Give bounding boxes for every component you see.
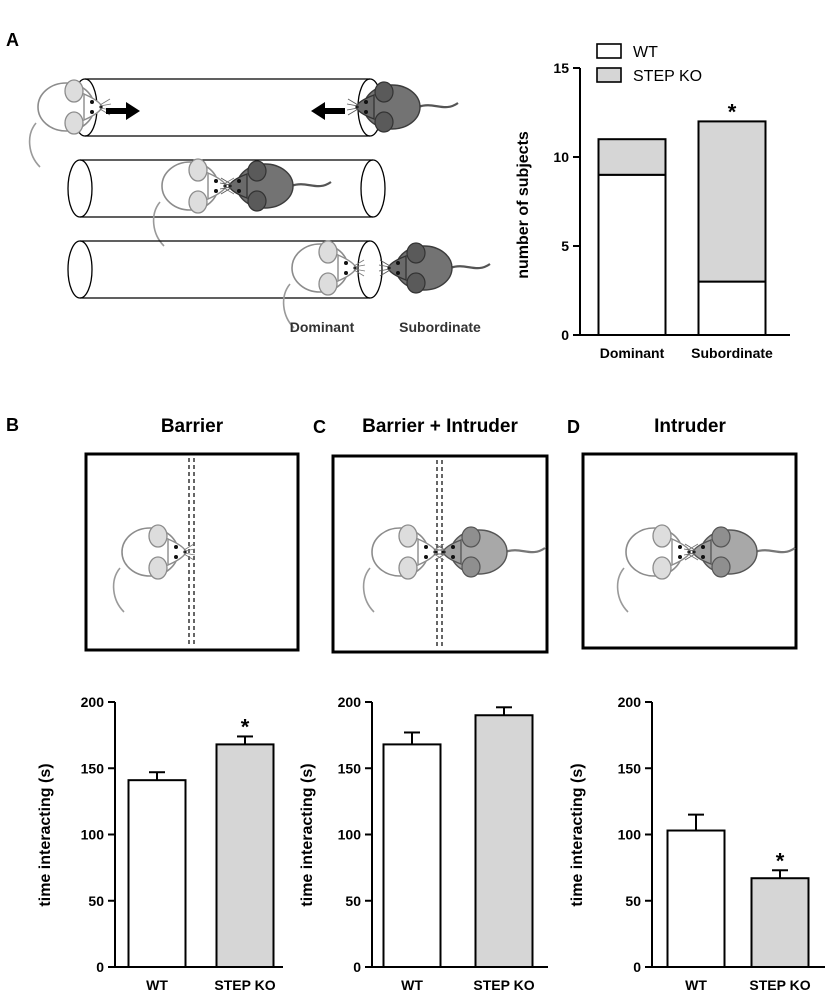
legend-label-wt: WT: [633, 44, 658, 61]
y-axis-label: time interacting (s): [569, 763, 586, 906]
y-tick-label: 15: [553, 60, 569, 76]
x-category-label: Subordinate: [691, 345, 773, 361]
bar: [382, 743, 442, 969]
y-tick-label: 150: [338, 760, 362, 776]
y-tick-label: 100: [338, 827, 362, 843]
arena-barrier-intruder: [331, 454, 549, 654]
significance-marker: *: [776, 848, 785, 873]
y-axis-label: time interacting (s): [37, 763, 54, 906]
panel-title-b: Barrier: [161, 416, 224, 437]
y-tick-label: 0: [353, 959, 361, 975]
significance-marker: *: [241, 714, 250, 739]
arrow-right-icon: [106, 102, 140, 120]
legend-swatch-ko: [596, 67, 622, 83]
panel-title-c: Barrier + Intruder: [362, 416, 518, 437]
y-tick-label: 100: [81, 827, 105, 843]
tube-1: [72, 78, 383, 137]
x-category-label: WT: [401, 977, 423, 993]
bar-segment-ko: [697, 120, 767, 283]
x-category-label: WT: [146, 977, 168, 993]
y-tick-label: 200: [81, 694, 105, 710]
panel-title-d: Intruder: [654, 416, 726, 437]
mouse-dark-1: [345, 80, 460, 134]
y-tick-label: 50: [345, 893, 361, 909]
bar: [474, 714, 534, 968]
y-tick-label: 150: [81, 760, 105, 776]
panel-letter-a: A: [6, 30, 19, 50]
bar: [666, 829, 726, 969]
y-axis-label: time interacting (s): [299, 763, 316, 906]
bar-segment-ko: [597, 138, 667, 176]
legend: WT STEP KO: [596, 43, 702, 85]
y-tick-label: 200: [338, 694, 362, 710]
panel-letter-d: D: [567, 417, 580, 437]
bar-segment-wt: [597, 173, 667, 336]
y-tick-label: 150: [618, 760, 642, 776]
caption-subordinate: Subordinate: [399, 319, 481, 335]
tube-2: [67, 159, 386, 218]
x-category-label: Dominant: [600, 345, 665, 361]
x-category-label: STEP KO: [214, 977, 275, 993]
x-category-label: STEP KO: [473, 977, 534, 993]
y-tick-label: 0: [633, 959, 641, 975]
mouse-dark-2: [218, 159, 333, 213]
caption-dominant: Dominant: [290, 319, 355, 335]
mouse-light-3: [282, 240, 366, 329]
legend-swatch-wt: [596, 43, 622, 59]
y-tick-label: 50: [88, 893, 104, 909]
mouse-light-2: [152, 158, 236, 247]
panel-letter-c: C: [313, 417, 326, 437]
significance-marker: *: [728, 99, 737, 124]
arena-barrier: [84, 452, 300, 652]
bar: [127, 779, 187, 968]
y-tick-label: 0: [96, 959, 104, 975]
y-tick-label: 0: [561, 327, 569, 343]
mouse-light-1: [28, 79, 112, 168]
y-tick-label: 100: [618, 827, 642, 843]
bar-segment-wt: [697, 280, 767, 337]
y-tick-label: 10: [553, 149, 569, 165]
y-tick-label: 50: [625, 893, 641, 909]
legend-label-ko: STEP KO: [633, 68, 702, 85]
x-category-label: STEP KO: [749, 977, 810, 993]
x-category-label: WT: [685, 977, 707, 993]
y-axis-label: number of subjects: [515, 131, 532, 279]
tube-test-illustration: Dominant Subordinate: [28, 78, 492, 335]
bar: [750, 877, 810, 968]
y-tick-label: 200: [618, 694, 642, 710]
panel-letter-b: B: [6, 415, 19, 435]
arrow-left-icon: [311, 102, 345, 120]
y-tick-label: 5: [561, 238, 569, 254]
bar: [215, 743, 275, 969]
chart-tube-test: 0 5 10 15 Dominant Subordinate number of sub…: [515, 43, 790, 361]
mouse-dark-3: [377, 241, 492, 295]
arena-intruder: [581, 452, 798, 650]
